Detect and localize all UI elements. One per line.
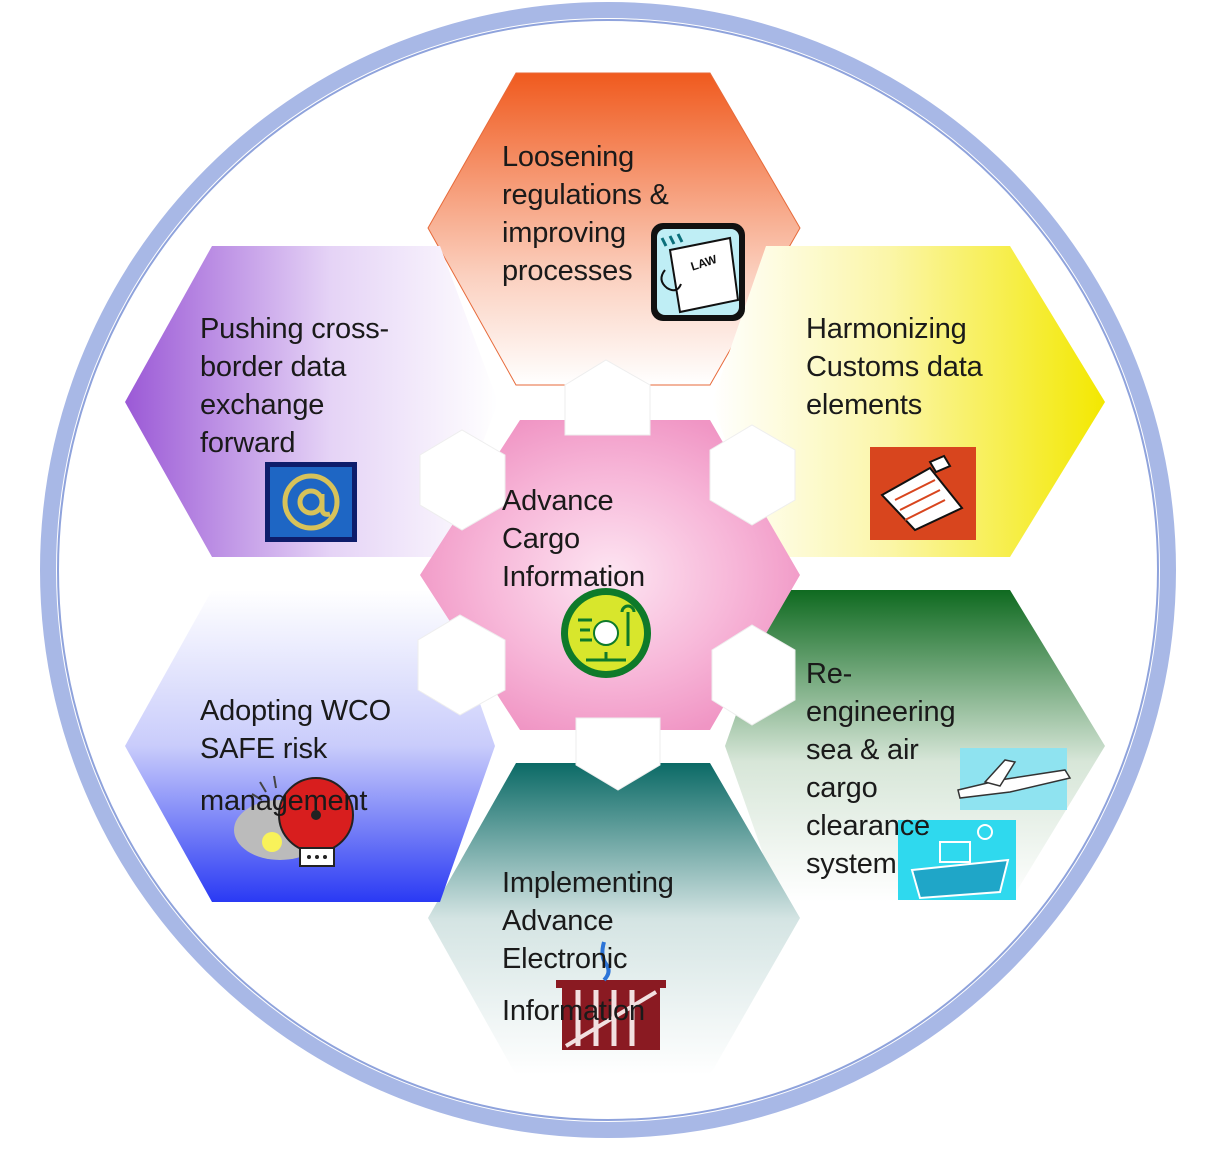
center-hexagon <box>420 420 800 730</box>
segment-upper-right-label: Harmonizing Customs data elements <box>806 313 983 421</box>
connector-upper-left <box>419 429 506 531</box>
clipboard-document-icon <box>870 447 976 540</box>
connector-bottom <box>575 717 661 791</box>
cargo-crate-icon <box>556 941 666 1050</box>
segment-upper-right <box>712 246 1105 557</box>
segment-upper-left-label: Pushing cross- border data exchange forw… <box>200 313 389 459</box>
segment-top-label: Loosening regulations & improving proces… <box>502 141 669 287</box>
connector-lower-right <box>711 624 796 726</box>
segment-lower-right-label: Re- engineering sea & air cargo clearanc… <box>806 658 956 880</box>
outer-ring <box>40 2 1176 1138</box>
customs-emblem-icon <box>561 588 651 678</box>
connector-top <box>564 359 651 436</box>
center-label: Advance Cargo Information <box>502 485 645 593</box>
at-sign-icon <box>265 462 357 542</box>
connector-lower-left <box>417 614 506 716</box>
segment-bottom <box>428 763 800 1075</box>
law-scroll-icon: LAW <box>651 223 745 321</box>
segment-upper-left <box>125 246 498 557</box>
connector-upper-right <box>709 424 796 526</box>
alarm-bell-icon <box>234 775 354 867</box>
outer-ring-inner-line <box>57 19 1159 1121</box>
airplane-ship-icon <box>898 748 1072 900</box>
segment-lower-left <box>125 590 495 902</box>
